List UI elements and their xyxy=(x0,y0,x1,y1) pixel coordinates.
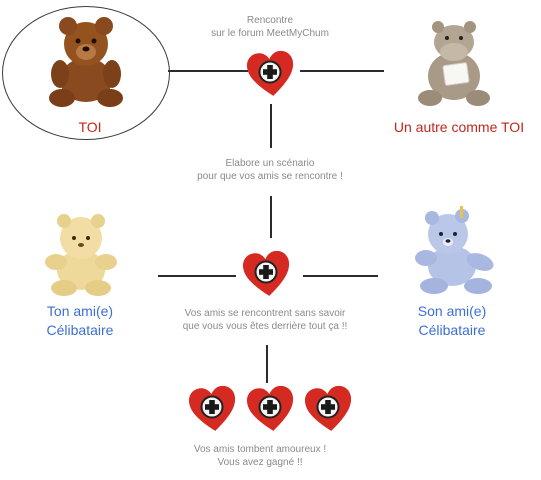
scenario-caption-line2: pour que vos amis se rencontre ! xyxy=(197,171,343,182)
connector-lower-down xyxy=(266,345,268,383)
their-friend-line1: Son ami(e) xyxy=(417,303,487,319)
connector-top-down xyxy=(270,104,272,148)
scenario-caption: Elabore un scénario pour que vos amis se… xyxy=(180,157,360,183)
toi-circle xyxy=(2,6,170,140)
win-caption-line1: Vos amis tombent amoureux ! xyxy=(193,444,327,455)
connector-top-left xyxy=(168,70,248,72)
yellow-teddy-bear-icon xyxy=(38,212,124,296)
heart-cross-icon xyxy=(304,385,354,433)
your-friend-line1: Ton ami(e) xyxy=(46,303,114,319)
heart-cross-icon xyxy=(242,250,292,298)
meet-caption-line1: Rencontre xyxy=(246,15,294,26)
grey-hippo-plush-icon xyxy=(414,12,494,108)
brown-teddy-bear-icon xyxy=(40,14,132,108)
you-label: TOI xyxy=(78,119,102,135)
win-caption-line2: Vous avez gagné !! xyxy=(217,457,303,468)
your-friend-line2: Célibataire xyxy=(46,322,114,338)
their-friend-label: Son ami(e) Célibataire xyxy=(402,302,502,340)
other-label: Un autre comme TOI xyxy=(393,119,525,135)
meet-caption: Rencontre sur le forum MeetMyChum xyxy=(180,14,360,40)
connector-mid-right xyxy=(303,275,378,277)
blue-teddy-bear-icon xyxy=(404,206,504,296)
connector-mid-up xyxy=(270,196,272,238)
heart-cross-icon xyxy=(188,385,238,433)
heart-cross-icon xyxy=(246,50,296,98)
heart-cross-icon xyxy=(246,385,296,433)
scenario-caption-line1: Elabore un scénario xyxy=(225,158,315,169)
connector-top-right xyxy=(300,70,384,72)
your-friend-label: Ton ami(e) Célibataire xyxy=(30,302,130,340)
meeting-caption-line1: Vos amis se rencontrent sans savoir xyxy=(184,308,346,319)
win-caption: Vos amis tombent amoureux ! Vous avez ga… xyxy=(180,443,340,469)
meeting-caption-line2: que vous vous êtes derrière tout ça !! xyxy=(182,321,348,332)
meeting-caption: Vos amis se rencontrent sans savoir que … xyxy=(160,307,370,333)
connector-mid-left xyxy=(158,275,236,277)
meet-caption-line2: sur le forum MeetMyChum xyxy=(211,28,329,39)
their-friend-line2: Célibataire xyxy=(418,322,486,338)
